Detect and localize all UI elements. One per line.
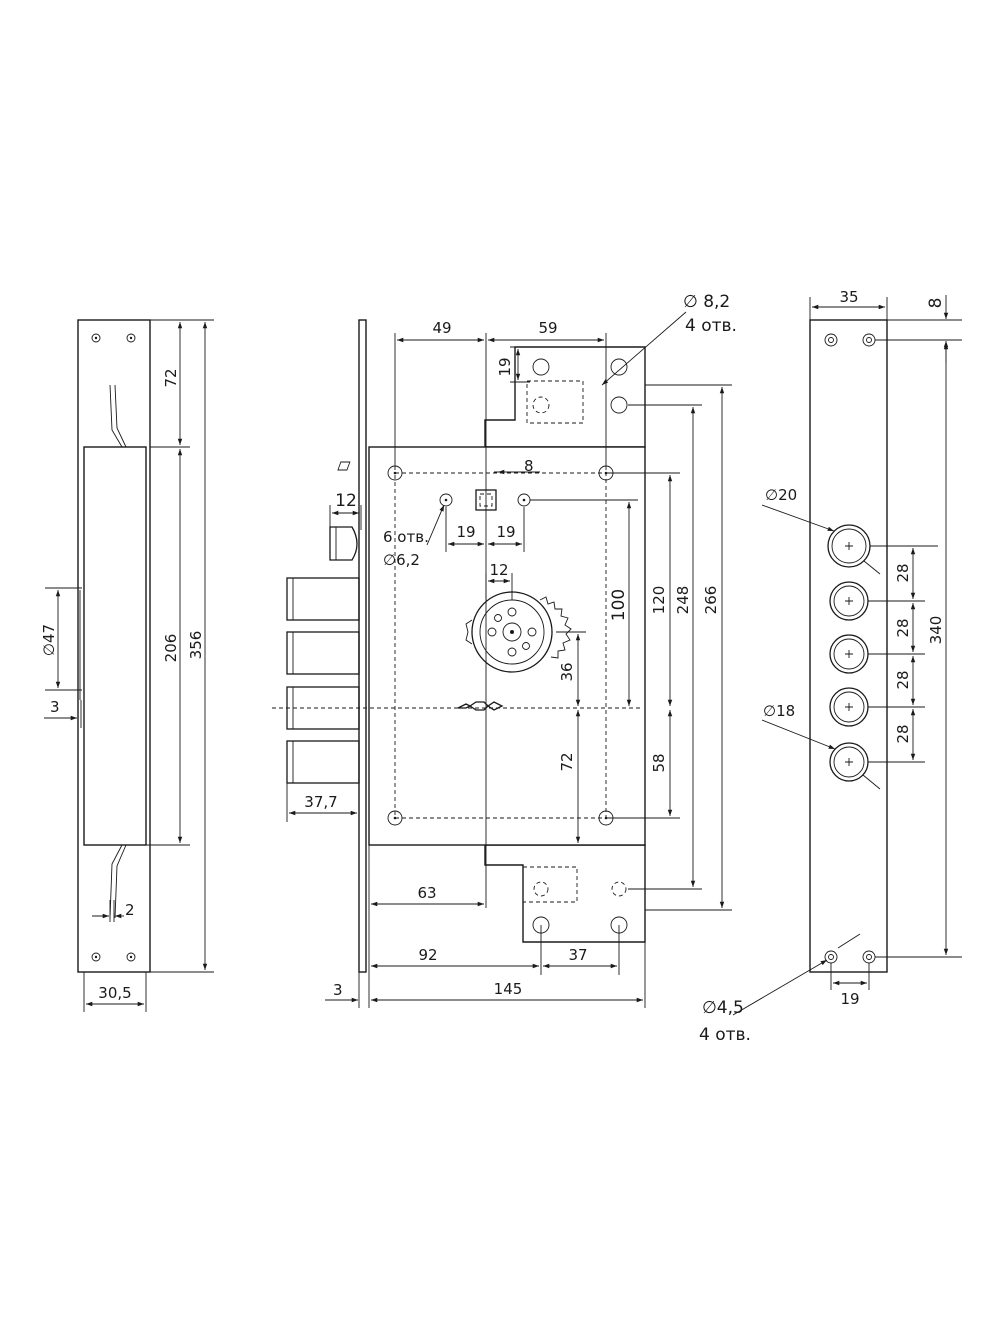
left-dim-72: 72 xyxy=(162,368,180,387)
dim-100: 100 xyxy=(609,589,629,621)
dim-28-2: 28 xyxy=(894,618,912,637)
dim-8-right: 8 xyxy=(926,298,946,309)
center-lock-case xyxy=(368,446,646,846)
callout-dia-6-2: ∅6,2 xyxy=(383,551,420,569)
dim-120: 120 xyxy=(650,586,668,615)
left-lower-rod xyxy=(114,844,127,919)
dim-145: 145 xyxy=(494,980,523,998)
left-dim-356: 356 xyxy=(187,631,205,660)
dim-19-a: 19 xyxy=(456,523,475,541)
dim-28-4: 28 xyxy=(894,724,912,743)
right-faceplate xyxy=(809,319,888,973)
callout-dia-4-5: ∅4,5 xyxy=(702,998,744,1018)
center-faceplate xyxy=(358,319,367,973)
dim-19-top: 19 xyxy=(496,357,514,376)
dim-28-1: 28 xyxy=(894,563,912,582)
center-view: 49 59 19 ∅ 8,2 4 отв. 12 8 19 19 6 отв. … xyxy=(272,292,737,1008)
left-dim-206: 206 xyxy=(162,634,180,663)
dim-28-3: 28 xyxy=(894,670,912,689)
dim-72-center: 72 xyxy=(558,752,576,771)
left-upper-rod xyxy=(114,384,127,448)
dim-37-7: 37,7 xyxy=(304,793,337,811)
left-dim-30-5: 30,5 xyxy=(98,984,131,1002)
left-case xyxy=(83,446,147,846)
callout-holes-count-top: 4 отв. xyxy=(685,316,737,336)
dim-12-cylinder: 12 xyxy=(489,561,508,579)
dim-92: 92 xyxy=(418,946,437,964)
dim-12-latch: 12 xyxy=(335,491,357,511)
callout-holes-count-bottom: 4 отв. xyxy=(699,1025,751,1045)
dim-266: 266 xyxy=(702,586,720,615)
dim-square-8: 8 xyxy=(524,457,534,475)
left-dim-dia-47: ∅47 xyxy=(40,624,58,656)
left-dim-3: 3 xyxy=(50,698,60,716)
dim-63: 63 xyxy=(417,884,436,902)
lock-bolts xyxy=(286,577,360,784)
left-dim-2: 2 xyxy=(125,901,135,919)
right-view: 35 8 340 28 28 28 28 ∅20 ∅18 xyxy=(699,288,962,1045)
dim-340: 340 xyxy=(927,616,945,645)
callout-dia-18: ∅18 xyxy=(763,702,795,720)
left-screw-holes xyxy=(91,333,136,962)
dim-35: 35 xyxy=(839,288,858,306)
left-upper-rod xyxy=(109,384,123,448)
dim-37: 37 xyxy=(568,946,587,964)
latch xyxy=(329,526,358,561)
dim-3-center: 3 xyxy=(333,981,343,999)
bottom-bracket xyxy=(484,844,646,943)
left-lower-rod xyxy=(109,844,123,919)
callout-holes-6: 6 отв. xyxy=(383,528,429,546)
callout-dia-20: ∅20 xyxy=(765,486,797,504)
dim-59: 59 xyxy=(538,319,557,337)
dim-19-b: 19 xyxy=(496,523,515,541)
dim-49: 49 xyxy=(432,319,451,337)
dim-58: 58 xyxy=(650,753,668,772)
dim-36: 36 xyxy=(558,662,576,681)
callout-dia-8-2: ∅ 8,2 xyxy=(683,292,730,312)
left-view: 72 206 356 ∅47 3 2 30,5 xyxy=(40,319,214,1012)
dim-248: 248 xyxy=(674,586,692,615)
dim-19-right: 19 xyxy=(840,990,859,1008)
